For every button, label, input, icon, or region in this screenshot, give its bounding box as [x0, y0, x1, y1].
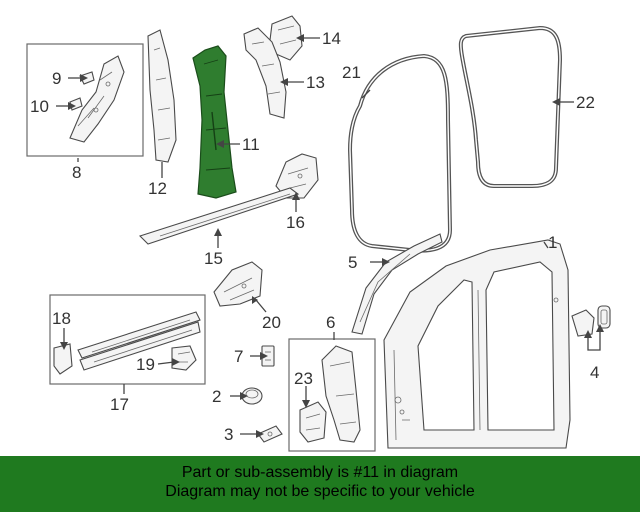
- part-20-bracket: [213, 261, 263, 307]
- callout-14: 14: [322, 29, 341, 48]
- part-23-bracket: [299, 401, 327, 443]
- callout-10: 10: [30, 97, 49, 116]
- callout-18: 18: [52, 309, 71, 328]
- part-21-weatherstrip: [347, 53, 453, 253]
- callout-9: 9: [52, 69, 61, 88]
- callout-4: 4: [590, 363, 599, 382]
- banner-line-part-number: Part or sub-assembly is #11 in diagram: [181, 464, 459, 481]
- callout-5: 5: [348, 253, 357, 272]
- parts-diagram: 1 2 3 4 5 6 7 8 9 10 11 12 13 14 15 16 1…: [26, 15, 611, 452]
- leader-arrows: [60, 34, 604, 438]
- callout-13: 13: [306, 73, 325, 92]
- part-12-pillar: [147, 29, 177, 163]
- callout-8: 8: [72, 163, 81, 182]
- callout-20: 20: [262, 313, 281, 332]
- callout-19: 19: [136, 355, 155, 374]
- banner-line-disclaimer: Diagram may not be specific to your vehi…: [165, 483, 475, 500]
- callout-7: 7: [234, 347, 243, 366]
- part-5-trim: [351, 233, 443, 335]
- part-18-bracket: [53, 343, 73, 375]
- part-13-reinforcement: [243, 27, 287, 119]
- part-3-plate: [257, 425, 283, 443]
- callout-11: 11: [242, 135, 260, 154]
- part-6-reinforcement: [321, 345, 361, 443]
- part-16-bracket: [275, 153, 319, 199]
- callout-15: 15: [204, 249, 223, 268]
- leader-lines: [56, 37, 601, 435]
- part-22-weatherstrip: [458, 25, 563, 188]
- callout-12: 12: [148, 179, 167, 198]
- part-8-bracket: [69, 55, 125, 143]
- part-4-brackets: [571, 305, 611, 337]
- part-11-highlighted-pillar: [192, 45, 237, 199]
- part-1-body-side: [383, 239, 571, 449]
- callout-17: 17: [110, 395, 129, 414]
- callout-1: 1: [548, 233, 557, 252]
- part-22-weatherstrip-inner: [460, 27, 561, 187]
- callout-23: 23: [294, 369, 313, 388]
- part-15-rocker: [138, 187, 300, 245]
- callout-2: 2: [212, 387, 221, 406]
- part-17-rail: [77, 311, 201, 371]
- part-21-weatherstrip-inner: [349, 55, 451, 252]
- callout-16: 16: [286, 213, 305, 232]
- callout-22: 22: [576, 93, 595, 112]
- callout-6: 6: [326, 313, 335, 332]
- callout-21: 21: [342, 63, 361, 82]
- info-banner: Part or sub-assembly is #11 in diagram D…: [0, 456, 640, 512]
- callout-3: 3: [224, 425, 233, 444]
